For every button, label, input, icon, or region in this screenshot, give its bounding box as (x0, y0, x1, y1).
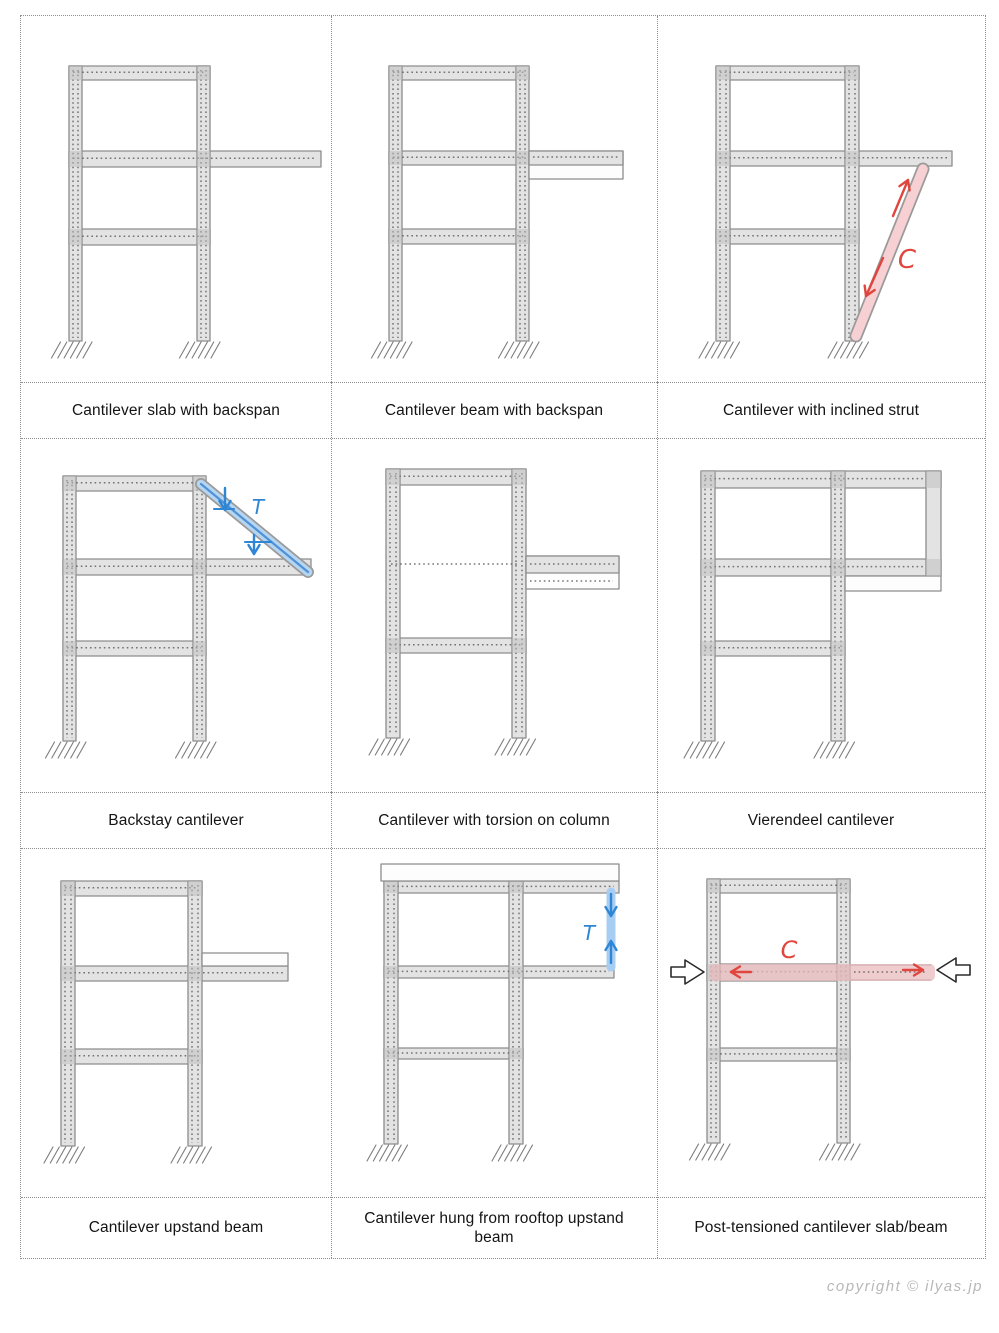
copyright-note: copyright © ilyas.jp (826, 1278, 983, 1295)
structure-sketch-vierendeel (657, 438, 985, 792)
structure-sketch-upstand-beam (21, 848, 331, 1197)
svg-text:T: T (583, 921, 597, 945)
structure-sketch-backstay: T (21, 438, 331, 792)
caption-divider (21, 1197, 331, 1198)
structure-sketch-cantilever-beam (331, 16, 657, 382)
svg-text:C: C (898, 245, 917, 275)
svg-text:T: T (252, 495, 266, 519)
structure-sketch-hung-cantilever: T (331, 848, 657, 1197)
panel-backstay-cantilever: T Backstay cantilever (21, 438, 331, 848)
caption-divider (331, 382, 657, 383)
caption: Vierendeel cantilever (747, 811, 895, 829)
caption: Cantilever slab with backspan (72, 401, 280, 419)
panel-cantilever-hung-rooftop: T Cantilever hung from rooftop upstand b… (331, 848, 657, 1258)
caption-divider (331, 792, 657, 793)
caption-divider (657, 792, 985, 793)
caption: Cantilever upstand beam (88, 1219, 264, 1237)
caption-divider (657, 1197, 985, 1198)
caption: Cantilever with inclined strut (723, 401, 919, 419)
svg-text:C: C (781, 936, 798, 964)
panel-vierendeel-cantilever: Vierendeel cantilever (657, 438, 985, 848)
structure-sketch-post-tensioned: C (657, 848, 985, 1197)
caption: Post-tensioned cantilever slab/beam (694, 1219, 948, 1237)
structure-sketch-cantilever-slab (21, 16, 331, 382)
caption: Backstay cantilever (108, 811, 244, 829)
panel-cantilever-inclined-strut: C Cantilever with inclined strut (657, 16, 985, 438)
caption-divider (331, 1197, 657, 1198)
diagram-grid: Cantilever slab with backspan Cantilever… (20, 15, 986, 1259)
caption-divider (657, 382, 985, 383)
structure-sketch-inclined-strut: C (657, 16, 985, 382)
panel-cantilever-beam-with-backspan: Cantilever beam with backspan (331, 16, 657, 438)
caption: Cantilever beam with backspan (384, 401, 604, 419)
structure-sketch-torsion-column (331, 438, 657, 792)
caption: Cantilever with torsion on column (378, 811, 610, 829)
caption: Cantilever hung from rooftop upstand bea… (364, 1209, 624, 1246)
caption-divider (21, 792, 331, 793)
panel-cantilever-torsion-column: Cantilever with torsion on column (331, 438, 657, 848)
panel-cantilever-slab-with-backspan: Cantilever slab with backspan (21, 16, 331, 438)
panel-cantilever-upstand-beam: Cantilever upstand beam (21, 848, 331, 1258)
caption-divider (21, 382, 331, 383)
panel-post-tensioned-cantilever: C Post-tensioned cantilever slab/beam (657, 848, 985, 1258)
